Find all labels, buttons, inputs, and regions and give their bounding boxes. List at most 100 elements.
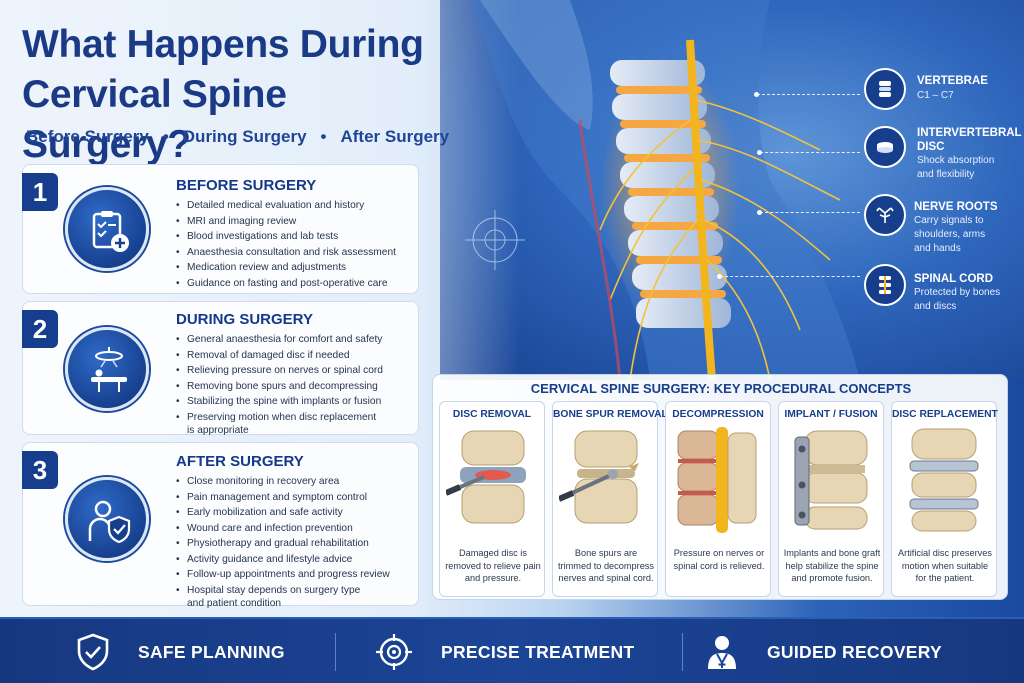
list-item: Detailed medical evaluation and history <box>176 198 396 214</box>
procedure-name: DISC REMOVAL <box>452 409 532 420</box>
procedure-desc: Artificial disc preserves motion when su… <box>898 548 992 583</box>
phase-during: During Surgery <box>182 127 307 146</box>
list-item: Close monitoring in recovery area <box>176 474 390 490</box>
label-title: SPINAL CORD <box>914 273 994 285</box>
procedures-panel: CERVICAL SPINE SURGERY: KEY PROCEDURAL C… <box>432 374 1008 600</box>
label-desc: Carry signals to shoulders, arms and han… <box>914 215 986 254</box>
list-item: Physiotherapy and gradual rehabilitation <box>176 536 390 552</box>
procedure-desc: Implants and bone graft help stabilize t… <box>783 548 881 583</box>
list-item: General anaesthesia for comfort and safe… <box>176 332 383 348</box>
page-title: What Happens During Cervical Spine Surge… <box>22 23 424 166</box>
bottom-item-label: SAFE PLANNING <box>138 641 285 662</box>
list-item: Early mobilization and safe activity <box>176 505 390 521</box>
list-item: Preserving motion when disc replacement <box>176 410 383 426</box>
list-item: Pain management and symptom control <box>176 490 390 506</box>
list-item: Medication review and adjustments <box>176 260 396 276</box>
nerve-icon <box>864 194 906 236</box>
step-heading: BEFORE SURGERY <box>176 177 317 194</box>
bottom-item-label: PRECISE TREATMENT <box>441 641 635 662</box>
shield-check-icon <box>77 633 109 671</box>
procedure-desc: Pressure on nerves or spinal cord is rel… <box>673 548 765 571</box>
list-item: Anaesthesia consultation and risk assess… <box>176 245 396 261</box>
target-icon <box>376 634 412 670</box>
procedure-desc: Bone spurs are trimmed to decompress ner… <box>558 548 654 583</box>
decompression-illustration <box>677 427 757 533</box>
procedure-name: DISC REPLACEMENT <box>892 409 998 420</box>
list-item-continued: and patient condition <box>187 598 282 609</box>
label-dot <box>717 274 722 279</box>
label-dot <box>754 92 759 97</box>
label-title: VERTEBRAE <box>917 75 988 87</box>
step-number: 3 <box>22 451 58 489</box>
label-desc: C1 – C7 <box>917 90 954 101</box>
step-list: Detailed medical evaluation and history … <box>176 198 396 291</box>
phase-after: After Surgery <box>340 127 450 146</box>
operating-table-icon <box>65 327 149 411</box>
list-item: Follow-up appointments and progress revi… <box>176 567 390 583</box>
list-item: Hospital stay depends on surgery type <box>176 583 390 599</box>
list-item: Removing bone spurs and decompressing <box>176 379 383 395</box>
step-heading: DURING SURGERY <box>176 311 313 328</box>
vertebra-icon <box>864 68 906 110</box>
label-leader-line <box>760 212 860 213</box>
list-item-continued: is appropriate <box>187 425 249 436</box>
label-title: NERVE ROOTS <box>914 201 998 213</box>
procedure-name: IMPLANT / FUSION <box>784 409 878 420</box>
list-item: Relieving pressure on nerves or spinal c… <box>176 363 383 379</box>
patient-shield-icon <box>65 477 149 561</box>
label-dot <box>757 210 762 215</box>
bone-spur-removal-illustration <box>559 430 639 524</box>
bottom-item-safe-planning: SAFE PLANNING <box>76 619 285 683</box>
label-desc: Shock absorption and flexibility <box>917 155 995 180</box>
disc-replacement-illustration <box>909 428 979 532</box>
phase-separator: • <box>320 127 327 146</box>
bottom-divider <box>335 633 336 671</box>
bottom-bar: SAFE PLANNING PRECISE TREATMENT <box>0 617 1024 683</box>
procedure-name: BONE SPUR REMOVAL <box>553 409 668 420</box>
cervical-spine-illustration <box>465 0 860 380</box>
list-item: Removal of damaged disc if needed <box>176 348 383 364</box>
step-number: 1 <box>22 173 58 211</box>
list-item: MRI and imaging review <box>176 214 396 230</box>
label-leader-line <box>757 94 860 95</box>
list-item: Stabilizing the spine with implants or f… <box>176 394 383 410</box>
procedure-card-disc-replacement: DISC REPLACEMENT Artificial disc preserv… <box>891 401 998 597</box>
label-dot <box>757 150 762 155</box>
disc-icon <box>864 126 906 168</box>
list-item: Guidance on fasting and post-operative c… <box>176 276 396 292</box>
label-leader-line <box>720 276 860 277</box>
step-card-after: 3 AFTER SURGERY Close monitoring in reco… <box>22 442 419 609</box>
phase-separator: • <box>162 127 169 146</box>
procedure-card-implant-fusion: IMPLANT / FUSION Implants and bone graft… <box>778 401 884 597</box>
bottom-divider <box>682 633 683 671</box>
phase-before: Before Surgery <box>26 127 149 146</box>
procedure-card-decompression: DECOMPRESSION Pressure on nerves or spin… <box>665 401 771 597</box>
step-heading: AFTER SURGERY <box>176 453 304 470</box>
procedure-card-disc-removal: DISC REMOVAL Damaged disc is removed to … <box>439 401 545 597</box>
procedure-desc: Damaged disc is removed to relieve pain … <box>445 548 541 583</box>
bottom-item-guided-recovery: GUIDED RECOVERY <box>705 619 942 683</box>
step-list: General anaesthesia for comfort and safe… <box>176 332 383 436</box>
step-card-during: 2 DURING SURGERY General anaesthesia for… <box>22 301 419 436</box>
step-card-before: 1 BEFORE SURGERY Detailed medical evalua… <box>22 164 419 294</box>
label-leader-line <box>760 152 860 153</box>
bottom-item-label: GUIDED RECOVERY <box>767 641 942 662</box>
label-title: INTERVERTEBRAL DISC <box>917 127 1022 153</box>
doctor-icon <box>708 636 736 669</box>
procedure-name: DECOMPRESSION <box>672 409 764 420</box>
label-desc: Protected by bones and discs <box>914 287 1001 312</box>
bottom-item-precise-treatment: PRECISE TREATMENT <box>375 619 634 683</box>
step-list: Close monitoring in recovery area Pain m… <box>176 474 390 609</box>
step-number: 2 <box>22 310 58 348</box>
anatomy-illustration <box>440 0 1024 380</box>
list-item: Wound care and infection prevention <box>176 521 390 537</box>
implant-fusion-illustration <box>794 430 868 530</box>
list-item: Activity guidance and lifestyle advice <box>176 552 390 568</box>
clipboard-medical-icon <box>65 187 149 271</box>
disc-removal-illustration <box>446 430 526 524</box>
list-item: Blood investigations and lab tests <box>176 229 396 245</box>
spinal-cord-icon <box>864 264 906 306</box>
procedure-card-bone-spur-removal: BONE SPUR REMOVAL Bone spurs are trimmed… <box>552 401 668 597</box>
procedures-title: CERVICAL SPINE SURGERY: KEY PROCEDURAL C… <box>530 381 912 396</box>
